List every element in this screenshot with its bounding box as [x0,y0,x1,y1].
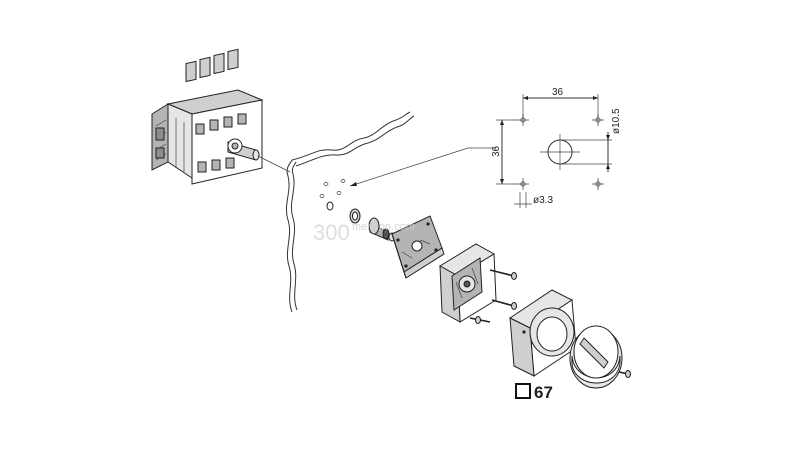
alignment-line [257,155,291,173]
svg-text:menzon.com: menzon.com [352,221,415,233]
svg-text:300: 300 [313,220,350,245]
watermark: 300 menzon.com [313,220,415,245]
escutcheon-plate [509,289,577,377]
cutout-dimension-drawing: 36 36 ø10.5 ø3.3 [349,87,622,208]
dim-top-width: 36 [552,87,564,98]
spindle-bushing [368,217,396,242]
label-number: 67 [534,383,553,402]
dim-side-height: 36 [491,145,502,157]
mounting-panel [285,111,415,313]
dim-screw-diameter: ø3.3 [533,195,553,206]
screw-mid [491,299,517,310]
switch-body [151,48,264,185]
washer-set [326,201,361,224]
label-checkbox-icon [515,383,531,399]
dim-hole-diameter: ø10.5 [611,108,622,134]
part-label: 67 [515,383,553,402]
front-frame [439,243,497,323]
screw-lower [469,316,491,324]
mounting-plate [391,215,445,279]
rotary-knob [569,325,623,389]
screw-upper [489,269,517,280]
